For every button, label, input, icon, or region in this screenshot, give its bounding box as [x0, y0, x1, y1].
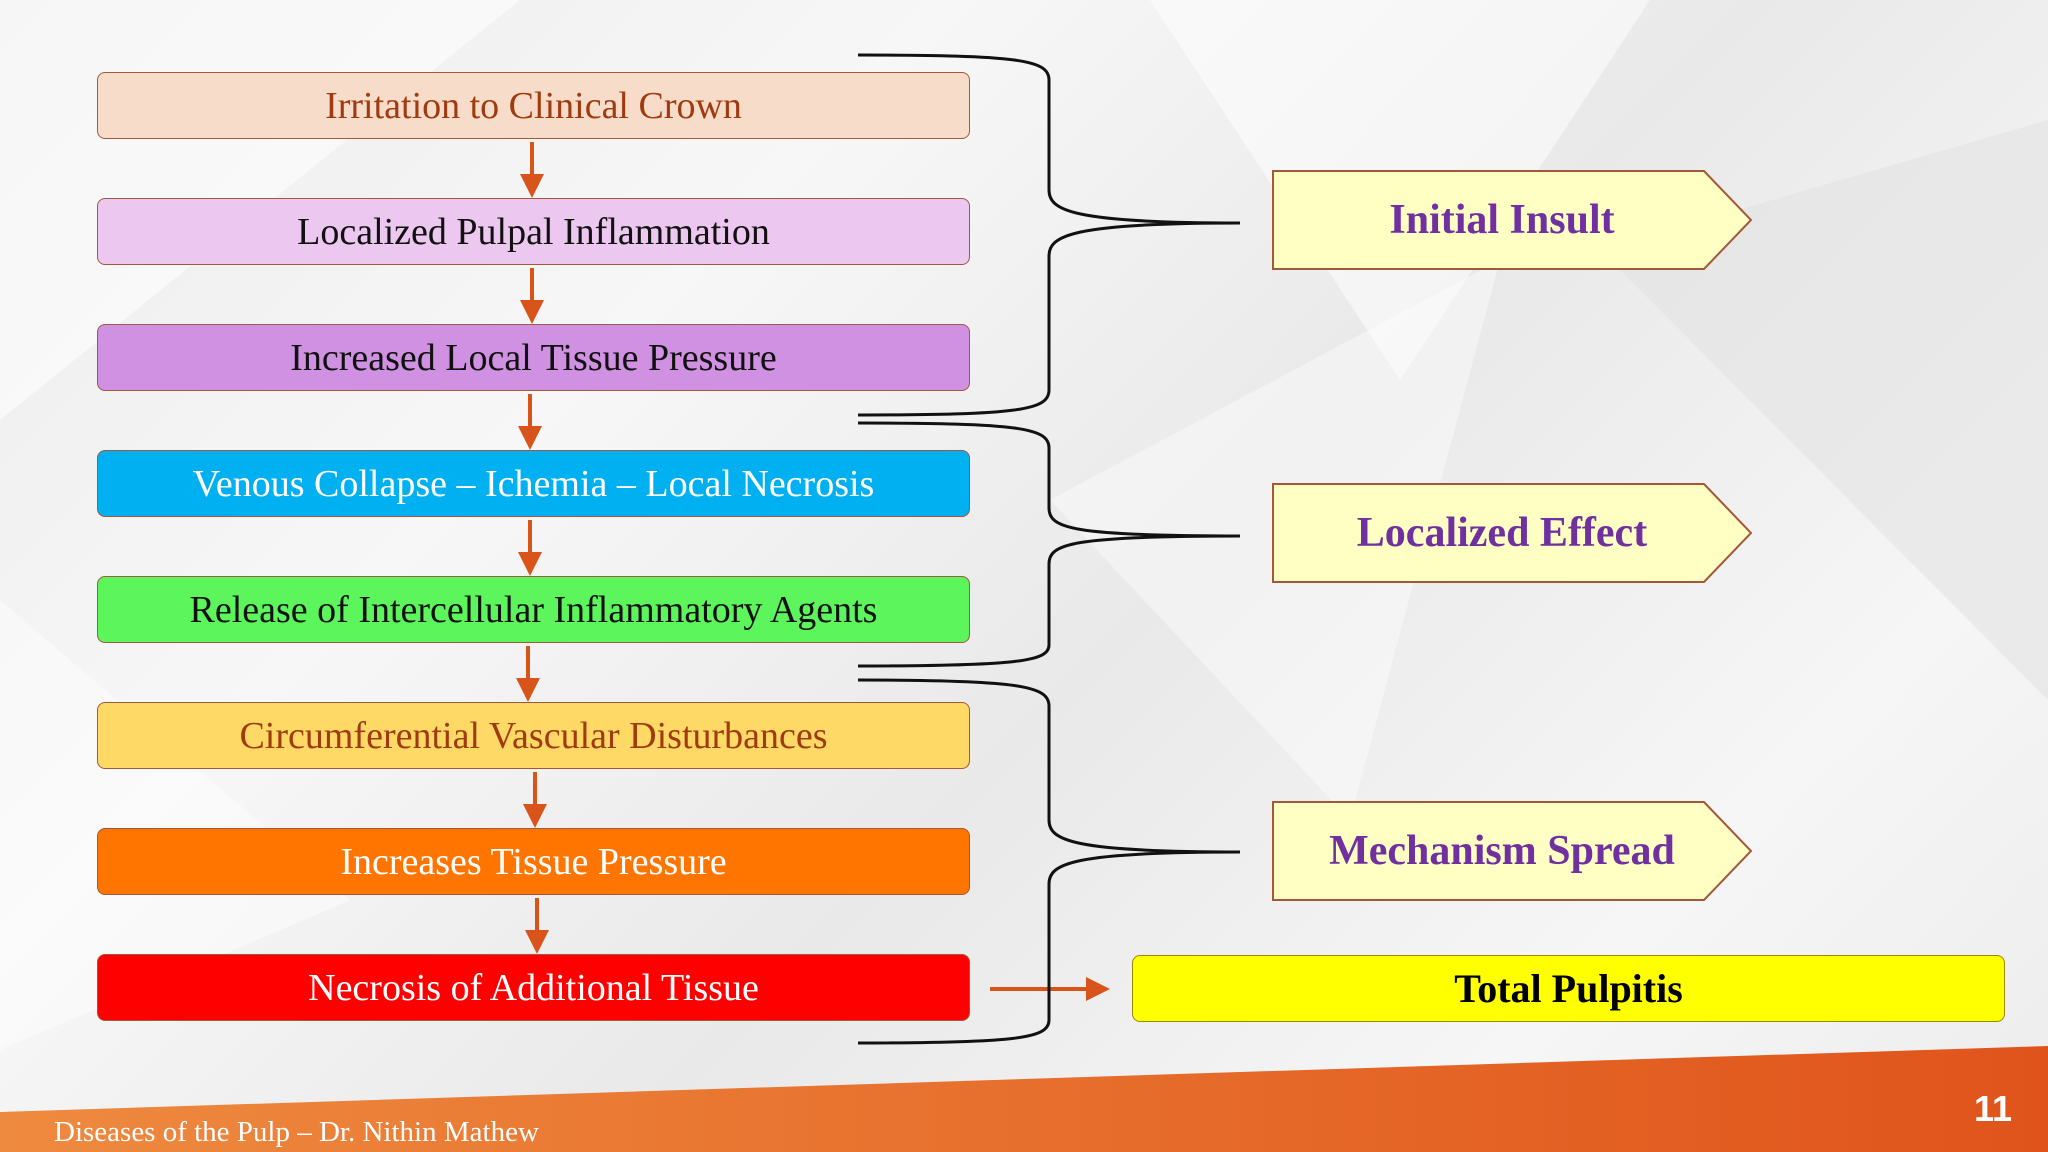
brace-mechanism-spread — [857, 678, 1241, 1045]
step-localized-pulpal-inflammation: Localized Pulpal Inflammation — [97, 198, 970, 265]
brace-localized-effect — [857, 421, 1241, 668]
step-label: Localized Pulpal Inflammation — [297, 210, 770, 253]
stage-label: Mechanism Spread — [1329, 828, 1675, 874]
step-label: Increases Tissue Pressure — [340, 840, 727, 883]
step-circumferential-vascular-disturbances: Circumferential Vascular Disturbances — [97, 702, 970, 769]
outcome-label: Total Pulpitis — [1454, 966, 1683, 1011]
step-necrosis-of-additional-tissue: Necrosis of Additional Tissue — [97, 954, 970, 1021]
footer-title: Diseases of the Pulp – Dr. Nithin Mathew — [54, 1116, 539, 1148]
step-label: Venous Collapse – Ichemia – Local Necros… — [192, 462, 875, 505]
step-increases-tissue-pressure: Increases Tissue Pressure — [97, 828, 970, 895]
step-increased-local-tissue-pressure: Increased Local Tissue Pressure — [97, 324, 970, 391]
stage-tag-shape — [1272, 483, 1752, 583]
stage-label: Initial Insult — [1389, 197, 1615, 243]
stage-initial-insult: Initial Insult — [1272, 170, 1752, 270]
outcome-total-pulpitis: Total Pulpitis — [1132, 955, 2005, 1022]
step-label: Circumferential Vascular Disturbances — [239, 714, 828, 757]
stage-tag-shape — [1272, 170, 1752, 270]
step-label: Release of Intercellular Inflammatory Ag… — [189, 588, 878, 631]
step-venous-collapse: Venous Collapse – Ichemia – Local Necros… — [97, 450, 970, 517]
stage-mechanism-spread: Mechanism Spread — [1272, 801, 1752, 901]
step-label: Increased Local Tissue Pressure — [290, 336, 777, 379]
step-label: Necrosis of Additional Tissue — [308, 966, 759, 1009]
brace-initial-insult — [857, 53, 1241, 417]
stage-tag-shape — [1272, 801, 1752, 901]
step-release-of-inflammatory-agents: Release of Intercellular Inflammatory Ag… — [97, 576, 970, 643]
stage-localized-effect: Localized Effect — [1272, 483, 1752, 583]
page-number: 11 — [1973, 1088, 2012, 1129]
stage-label: Localized Effect — [1356, 510, 1648, 556]
step-label: Irritation to Clinical Crown — [325, 84, 742, 127]
step-irritation-to-clinical-crown: Irritation to Clinical Crown — [97, 72, 970, 139]
